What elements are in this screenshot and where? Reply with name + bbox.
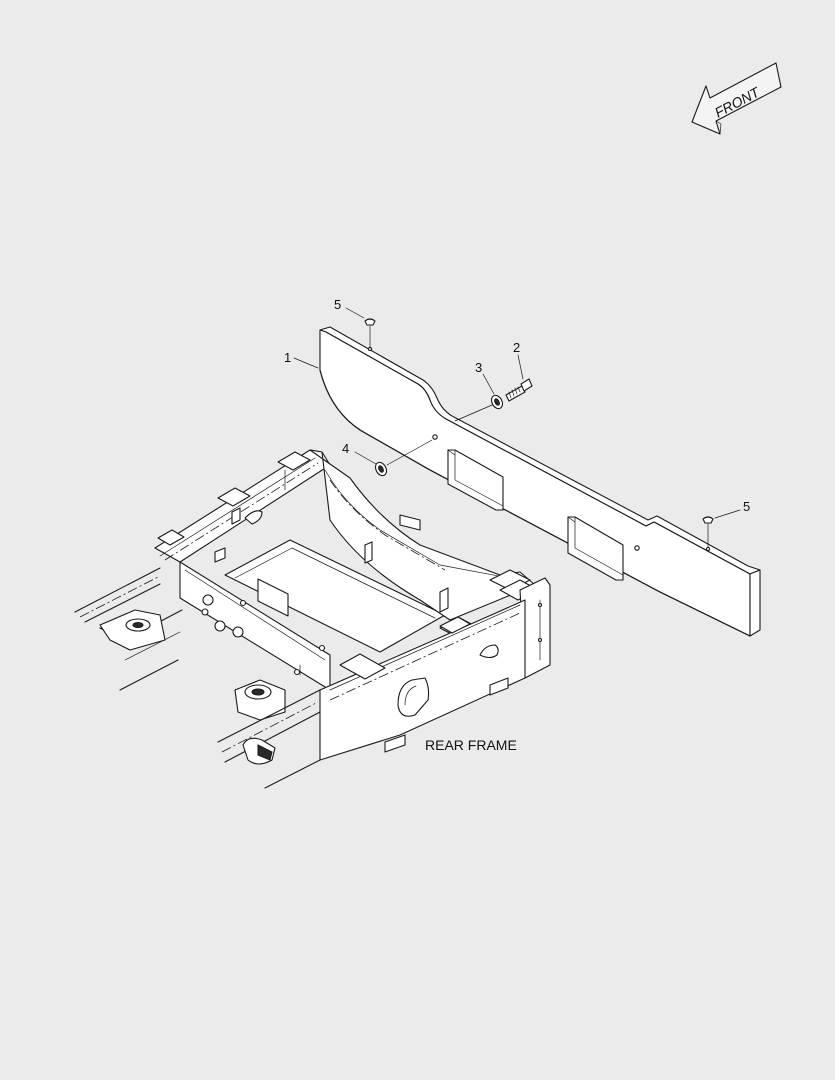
svg-text:5: 5 (334, 297, 341, 312)
svg-text:2: 2 (513, 340, 520, 355)
svg-text:4: 4 (342, 441, 349, 456)
callout-2: 2 (513, 340, 524, 380)
svg-text:1: 1 (284, 350, 291, 365)
washer-axis-line (386, 439, 433, 466)
svg-text:3: 3 (475, 360, 482, 375)
callout-5-right: 5 (714, 499, 750, 519)
callout-3: 3 (475, 360, 495, 395)
rear-frame (74, 449, 551, 789)
washer-3 (490, 394, 504, 410)
rear-frame-label: REAR FRAME (425, 737, 517, 753)
counterweight-plate (319, 326, 761, 637)
bolt (505, 378, 533, 402)
svg-text:5: 5 (743, 499, 750, 514)
callout-4: 4 (342, 441, 377, 465)
callout-5-top: 5 (334, 297, 365, 319)
front-direction-arrow: FRONT (691, 62, 782, 135)
bolt-axis-line (454, 404, 493, 422)
callout-1: 1 (284, 350, 319, 369)
plug-cap-top (364, 318, 376, 349)
washer-4 (374, 461, 388, 477)
plug-cap-right (702, 516, 714, 548)
